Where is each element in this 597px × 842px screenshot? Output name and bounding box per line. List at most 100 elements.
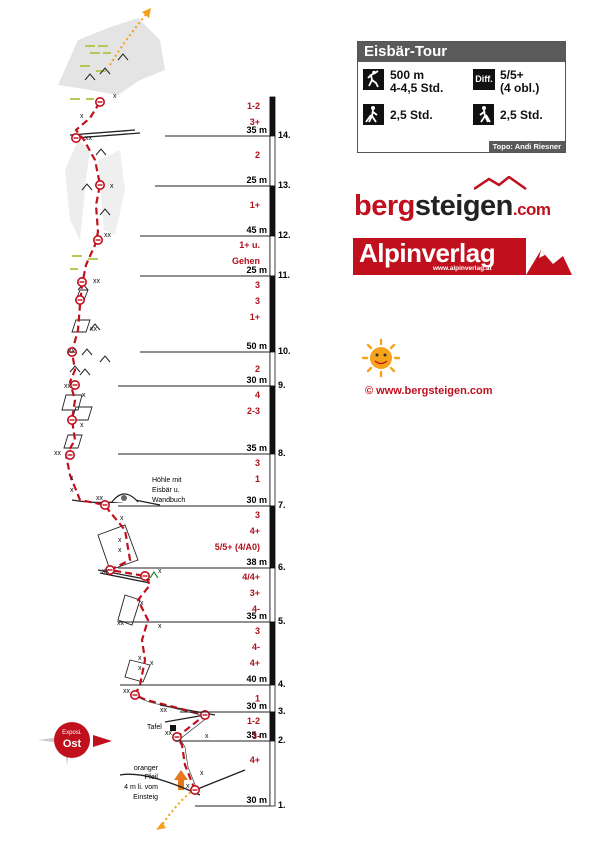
bolt-mark: x — [200, 770, 204, 777]
start-label-line-1: oranger — [134, 765, 159, 772]
alpinverlag-name: Alpinverlag — [359, 238, 496, 268]
scale-band — [269, 96, 276, 137]
tafel-label: Tafel — [147, 724, 162, 731]
bolt-mark: xx — [96, 495, 104, 502]
pitch-grade: 4+ — [250, 658, 260, 668]
bolt-mark: x — [140, 600, 144, 607]
bolt-mark: xx — [123, 688, 131, 695]
scale-band — [269, 351, 276, 387]
pitch-length: 30 m — [246, 495, 267, 505]
approach-arrow-tail — [156, 822, 166, 830]
cave-polar-bear-icon — [121, 495, 127, 501]
pitch-grade: 3- — [252, 731, 260, 741]
scale-band — [269, 453, 276, 507]
pitch-grade: 2 — [255, 364, 260, 374]
bolt-mark: x — [118, 547, 122, 554]
approach-arrow-line — [159, 789, 194, 829]
summit-rock — [58, 18, 165, 95]
bolt-mark: xx — [104, 232, 112, 239]
pitch-grade: 3+ — [250, 117, 260, 127]
start-label-line-4: Einsteig — [133, 794, 158, 801]
alpinverlag-logo[interactable]: Alpinverlag www.alpinverlag.at — [353, 238, 572, 275]
topo-credit: Topo: Andi Riesner — [488, 141, 565, 152]
pitch-grade: 3 — [255, 626, 260, 636]
bolt-mark: x — [138, 665, 142, 672]
pitch-grade: 3 — [255, 280, 260, 290]
pitch-grade: 3+ — [250, 588, 260, 598]
bolt-mark: x — [120, 515, 124, 522]
tour-climb-time: 4-4,5 Std. — [390, 81, 444, 95]
diff-badge: Diff. — [473, 69, 495, 90]
bolt-mark: x — [205, 733, 209, 740]
pitch-grade: 3 — [255, 296, 260, 306]
scale-band — [269, 235, 276, 277]
pitch-number: 13. — [278, 180, 291, 190]
belay-stations — [65, 97, 211, 795]
bolt-mark: xx — [160, 707, 168, 714]
bolt-mark: xx — [90, 326, 98, 333]
compass-label: Ost — [63, 738, 82, 750]
rock-marks — [69, 53, 129, 376]
pitch-grade: 4+ — [250, 755, 260, 765]
pitch-length: 35 m — [246, 443, 267, 453]
grass-marks — [70, 45, 111, 270]
scale-band — [269, 185, 276, 237]
logo-berg: berg — [354, 190, 415, 222]
pitch-grade: 4/4+ — [242, 572, 260, 582]
pitch-grade: 1+ — [250, 200, 260, 210]
scale-band — [269, 711, 276, 742]
bolt-mark: x — [150, 660, 154, 667]
pitch-grade: 4+ — [250, 526, 260, 536]
bolt-mark: xx — [68, 348, 76, 355]
pitch-length: 35 m — [246, 125, 267, 135]
climber-icon — [363, 69, 384, 90]
pitch-grade: 1+ u. — [239, 240, 260, 250]
compass-arrow-icon — [93, 735, 112, 747]
pitch-number: 14. — [278, 130, 291, 140]
logo-tld: .com — [512, 200, 551, 219]
pitch-length: 50 m — [246, 341, 267, 351]
copyright-link[interactable]: © www.bergsteigen.com — [365, 385, 493, 397]
descent-hiker-icon — [473, 104, 494, 125]
bolt-mark: xx — [93, 278, 101, 285]
scale-band — [269, 275, 276, 353]
pitch-length: 40 m — [246, 674, 267, 684]
pitch-grade: 1 — [255, 694, 260, 704]
rock-face-1 — [65, 140, 90, 240]
tour-title: Eisbär-Tour — [358, 42, 565, 62]
pitch-grade: 2-3 — [247, 406, 260, 416]
pitch-number: 4. — [278, 679, 286, 689]
pitch-grade: 4 — [255, 390, 260, 400]
pitch-length: 35 m — [246, 730, 267, 740]
pitch-grade: 2 — [255, 150, 260, 160]
mountain-logo-icon — [474, 176, 527, 190]
pitch-grade: 3 — [255, 510, 260, 520]
scale-band — [269, 621, 276, 686]
bolt-mark: xx — [102, 568, 110, 575]
exit-arrow-line — [109, 11, 149, 66]
pitch-length: 45 m — [246, 225, 267, 235]
bolt-mark: xx — [117, 620, 125, 627]
bolt-mark: xx — [54, 450, 62, 457]
pitch-length: 35 m — [246, 611, 267, 621]
scale-band — [269, 505, 276, 569]
approach-hiker-icon — [363, 104, 384, 125]
bolt-mark: x — [158, 623, 162, 630]
route-line-shadow — [137, 696, 209, 793]
bergsteigen-logo[interactable]: bergsteigen.com — [354, 176, 551, 223]
alpinverlag-banner — [353, 238, 572, 275]
cave-label-line-1: Höhle mit — [152, 477, 182, 484]
scale-band — [269, 740, 276, 807]
bolt-mark: x — [80, 422, 84, 429]
tour-descent-time: 2,5 Std. — [500, 108, 543, 122]
scale-band — [269, 567, 276, 623]
cave-label-line-3: Wandbuch — [152, 497, 185, 504]
pitch-grade: 4- — [252, 604, 260, 614]
pitch-number: 11. — [278, 270, 290, 280]
pitch-length: 25 m — [246, 265, 267, 275]
pitch-grade: 1+ — [250, 312, 260, 322]
bolt-mark: x — [113, 93, 117, 100]
pitch-grade: 1 — [255, 474, 260, 484]
